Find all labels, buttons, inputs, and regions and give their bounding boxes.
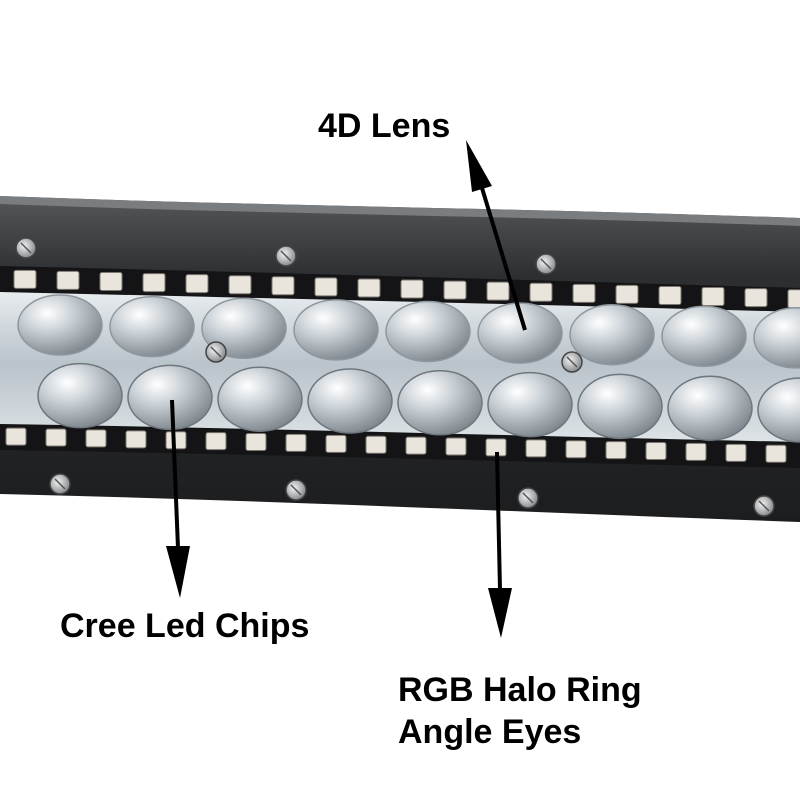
lens-dome <box>385 300 471 363</box>
lower-rgb-led-row <box>5 427 787 463</box>
screw-slot <box>540 258 552 270</box>
upper-rgb-led-row <box>13 269 800 309</box>
upper-lens-row <box>17 294 800 369</box>
rgb-led-chip <box>365 435 387 454</box>
rgb-led-chip <box>325 434 347 453</box>
rgb-led-chip <box>701 287 725 307</box>
rgb-led-chip <box>185 274 209 294</box>
rgb-led-chip <box>725 443 747 462</box>
screw-slot <box>280 250 292 262</box>
rgb-led-chip <box>787 289 800 309</box>
lens-dome <box>753 307 800 369</box>
rgb-led-chip <box>357 278 381 298</box>
lens-dome <box>569 303 655 366</box>
rgb-led-chip <box>228 275 252 295</box>
rgb-led-chip <box>658 285 682 305</box>
rgb-led-chip <box>572 283 596 303</box>
lens-dome <box>667 375 753 441</box>
rgb-led-chip <box>271 276 295 296</box>
lens-arrow <box>466 140 527 331</box>
screw-slot <box>210 346 222 358</box>
lens-dome <box>109 295 195 358</box>
rgb-led-chip <box>5 427 27 446</box>
lens-dome <box>477 302 563 364</box>
housing-top-edge <box>0 196 800 226</box>
lens-dome <box>397 370 483 436</box>
screw-slot <box>20 242 32 254</box>
rgb-led-chip <box>245 433 267 452</box>
lens-dome <box>201 297 287 360</box>
screw-slot <box>566 356 578 368</box>
rgb-led-chip <box>486 281 510 301</box>
lens-dome <box>577 373 663 440</box>
screw-slot <box>54 478 66 490</box>
rgb-led-chip <box>445 437 467 456</box>
rgb-led-chip <box>85 429 107 448</box>
screw-slot <box>522 492 534 504</box>
screw-slot <box>758 500 770 512</box>
rgb-led-chip <box>765 444 787 463</box>
rgb-led-chip <box>400 279 424 299</box>
rgb-led-chip <box>56 270 80 290</box>
rgb-led-chip <box>645 442 667 461</box>
screw-slot <box>290 484 302 496</box>
rgb-led-chip <box>165 431 187 450</box>
rgb-led-chip <box>525 439 547 458</box>
rgb-arrow <box>488 451 512 638</box>
rgb-led-chip <box>45 428 67 447</box>
rgb-led-chip <box>125 430 147 449</box>
cree-arrow <box>166 399 190 598</box>
lower-lens-row <box>37 362 800 443</box>
rgb-halo-label-line2: Angle Eyes <box>398 713 582 751</box>
housing-screws <box>15 237 775 517</box>
lens-dome <box>661 305 747 368</box>
rgb-led-chip <box>99 272 123 291</box>
rgb-halo-label-line1: RGB Halo Ring <box>398 671 642 709</box>
rgb-led-chip <box>405 436 427 455</box>
lens-dome <box>17 294 103 356</box>
lens-dome <box>307 368 393 434</box>
rgb-led-chip <box>615 284 639 304</box>
rgb-led-chip <box>142 273 166 293</box>
lens-dome <box>37 362 123 429</box>
rgb-led-chip <box>285 433 307 452</box>
rgb-led-chip <box>744 288 768 308</box>
cree-chips-label: Cree Led Chips <box>60 607 310 645</box>
rgb-led-chip <box>205 432 227 451</box>
lens-dome <box>757 377 800 443</box>
lens-dome <box>217 366 303 432</box>
lens-dome <box>293 299 379 361</box>
rgb-led-chip <box>314 277 338 297</box>
rgb-led-chip <box>529 282 553 302</box>
lower-led-strip <box>0 424 800 468</box>
lens-dome <box>127 364 213 431</box>
rgb-led-chip <box>685 442 707 461</box>
rgb-led-chip <box>565 440 587 459</box>
rgb-led-chip <box>13 269 37 289</box>
lens-label: 4D Lens <box>318 107 451 145</box>
rgb-led-chip <box>605 441 627 460</box>
lens-dome <box>487 371 573 438</box>
rgb-led-chip <box>443 280 467 300</box>
